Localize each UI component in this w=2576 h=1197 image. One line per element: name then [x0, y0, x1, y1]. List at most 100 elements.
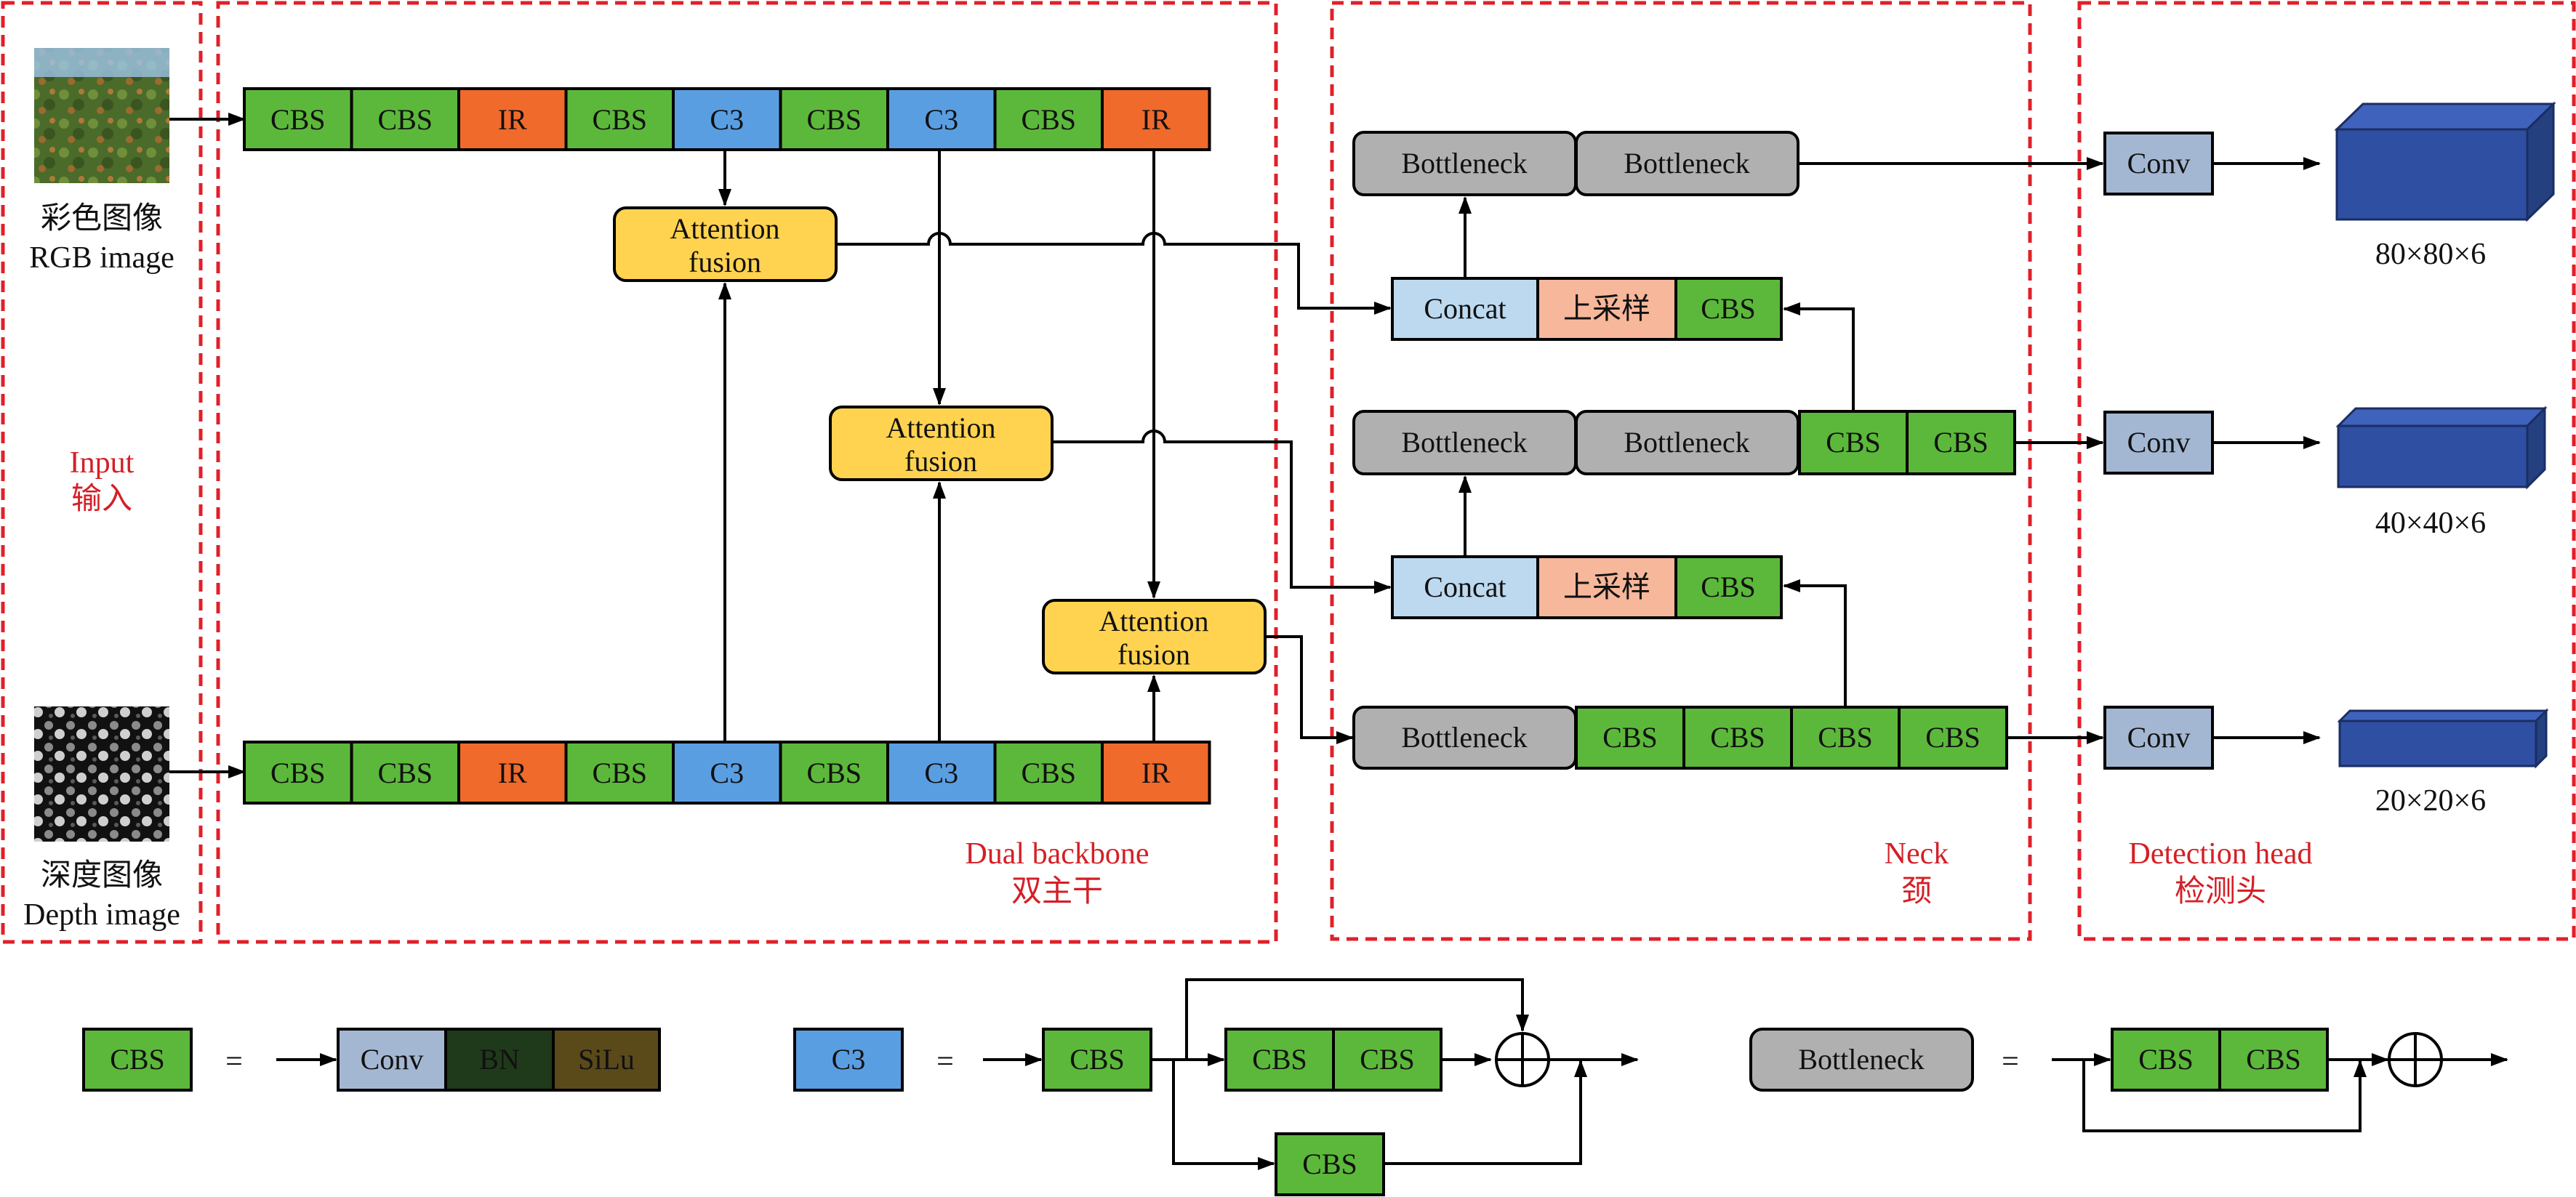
svg-text:CBS: CBS	[2138, 1043, 2194, 1076]
svg-text:Attention: Attention	[1099, 605, 1208, 637]
svg-text:CBS: CBS	[1701, 571, 1756, 603]
rgb-backbone-block-label-3: CBS	[592, 103, 647, 136]
svg-text:CBS: CBS	[1070, 1043, 1125, 1076]
output-cube-20	[2337, 708, 2549, 769]
rgb-backbone-block-label-4: C3	[710, 103, 744, 136]
svg-text:CBS: CBS	[1701, 292, 1756, 325]
svg-text:CBS: CBS	[1252, 1043, 1307, 1076]
backbone-section-label-en: Dual backbone	[965, 837, 1149, 871]
depth-backbone-block-1	[350, 741, 460, 805]
attention1-to-concat1-arrow	[836, 232, 1392, 315]
head-conv-3: Conv	[2103, 706, 2214, 770]
depth-backbone-block-label-3: CBS	[592, 757, 647, 789]
svg-text:CBS: CBS	[1302, 1148, 1357, 1180]
rgb-backbone-block-label-0: CBS	[270, 103, 326, 136]
rgb-backbone-block-0	[243, 87, 353, 151]
svg-text:Conv: Conv	[2127, 426, 2191, 459]
svg-text:fusion: fusion	[689, 246, 761, 278]
bottom-cbs-to-lower-cbs-arrow	[1783, 579, 1847, 707]
rgb-backbone-block-label-8: IR	[1141, 103, 1171, 136]
rgb-backbone-block-8	[1101, 87, 1211, 151]
output-cube-80	[2334, 101, 2556, 222]
output-size-20: 20×20×6	[2375, 784, 2486, 818]
svg-text:CBS: CBS	[1710, 721, 1765, 754]
rgb-backbone-block-label-6: C3	[924, 103, 958, 136]
svg-text:Concat: Concat	[1424, 292, 1506, 325]
depth-backbone-block-4	[672, 741, 782, 805]
svg-text:Conv: Conv	[2127, 147, 2191, 180]
neck-bottom-row: Bottleneck CBS CBS CBS CBS	[1352, 706, 2008, 770]
backbone-section-label-zh: 双主干	[1011, 875, 1103, 908]
mid-cbs-to-upper-cbs-arrow	[1783, 302, 1855, 411]
rgb-backbone-block-5	[779, 87, 889, 151]
svg-text:=: =	[936, 1045, 954, 1079]
attention-fusion-2: Attention fusion	[829, 406, 1054, 481]
neck-top-bottleneck-pair: Bottleneck Bottleneck	[1352, 131, 1799, 196]
svg-text:Attention: Attention	[886, 411, 995, 444]
neck-concat-row-1: Concat 上采样 CBS	[1391, 277, 1783, 341]
depth-backbone-block-label-7: CBS	[1021, 757, 1076, 789]
depth-image-thumbnail	[34, 706, 169, 842]
depth-backbone-block-2	[457, 741, 568, 805]
depth-backbone-block-label-6: C3	[924, 757, 958, 789]
svg-text:fusion: fusion	[1118, 638, 1190, 671]
rgb-backbone-block-label-1: CBS	[377, 103, 433, 136]
depth-backbone-block-8	[1101, 741, 1211, 805]
depth-backbone-block-7	[993, 741, 1104, 805]
head-conv-1: Conv	[2103, 132, 2214, 196]
svg-text:C3: C3	[832, 1043, 866, 1076]
svg-text:=: =	[225, 1045, 243, 1079]
attention2-to-concat2-arrow	[1052, 430, 1392, 594]
depth-caption-en: Depth image	[23, 898, 180, 932]
output-cube-40	[2335, 406, 2548, 490]
svg-text:Conv: Conv	[361, 1043, 424, 1076]
neck-mid-row: Bottleneck Bottleneck CBS CBS	[1352, 410, 2016, 475]
neck-section-frame	[1330, 1, 2032, 941]
depth-backbone-block-label-8: IR	[1141, 757, 1171, 789]
depth-backbone-block-label-0: CBS	[270, 757, 326, 789]
input-section-label-zh: 输入	[71, 483, 132, 516]
svg-text:CBS: CBS	[1826, 426, 1881, 459]
rgb-caption-zh: 彩色图像	[41, 202, 163, 235]
svg-text:CBS: CBS	[1925, 721, 1981, 754]
rgb-backbone-block-6	[886, 87, 997, 151]
rgb-backbone-block-4	[672, 87, 782, 151]
svg-text:CBS: CBS	[1818, 721, 1873, 754]
depth-caption-zh: 深度图像	[41, 859, 163, 892]
rgb-backbone-block-3	[564, 87, 675, 151]
rgb-backbone-block-label-5: CBS	[806, 103, 862, 136]
attention3-to-bottleneck-arrow	[1265, 635, 1354, 744]
svg-text:Bottleneck: Bottleneck	[1401, 426, 1527, 459]
svg-text:Attention: Attention	[670, 212, 779, 245]
depth-backbone-block-label-5: CBS	[806, 757, 862, 789]
legend-bottleneck: Bottleneck = CBS CBS	[1749, 1028, 2508, 1132]
svg-text:CBS: CBS	[2246, 1043, 2301, 1076]
neck-section-label-zh: 颈	[1901, 875, 1932, 908]
neck-section-label-en: Neck	[1885, 837, 1949, 871]
svg-text:CBS: CBS	[1602, 721, 1658, 754]
depth-backbone-block-0	[243, 741, 353, 805]
depth-backbone-block-label-4: C3	[710, 757, 744, 789]
svg-text:CBS: CBS	[1360, 1043, 1415, 1076]
svg-text:CBS: CBS	[110, 1043, 165, 1076]
neck-concat-row-2: Concat 上采样 CBS	[1391, 555, 1783, 619]
attention-fusion-3: Attention fusion	[1042, 599, 1267, 674]
svg-text:fusion: fusion	[904, 445, 977, 477]
svg-text:SiLu: SiLu	[578, 1043, 635, 1076]
legend-c3: C3 = CBS CBS CBS CBS	[793, 978, 1639, 1196]
rgb-backbone-block-label-2: IR	[498, 103, 527, 136]
head-conv-2: Conv	[2103, 411, 2214, 475]
rgb-backbone-block-7	[993, 87, 1104, 151]
svg-text:Bottleneck: Bottleneck	[1624, 147, 1749, 180]
depth-backbone-block-label-2: IR	[498, 757, 527, 789]
svg-text:Bottleneck: Bottleneck	[1401, 721, 1527, 754]
rgb-image-thumbnail	[34, 48, 169, 183]
depth-backbone-block-3	[564, 741, 675, 805]
attention-fusion-1: Attention fusion	[613, 206, 838, 282]
head-section-frame	[2077, 1, 2576, 941]
head-section-label-zh: 检测头	[2175, 874, 2266, 908]
svg-text:BN: BN	[479, 1043, 520, 1076]
